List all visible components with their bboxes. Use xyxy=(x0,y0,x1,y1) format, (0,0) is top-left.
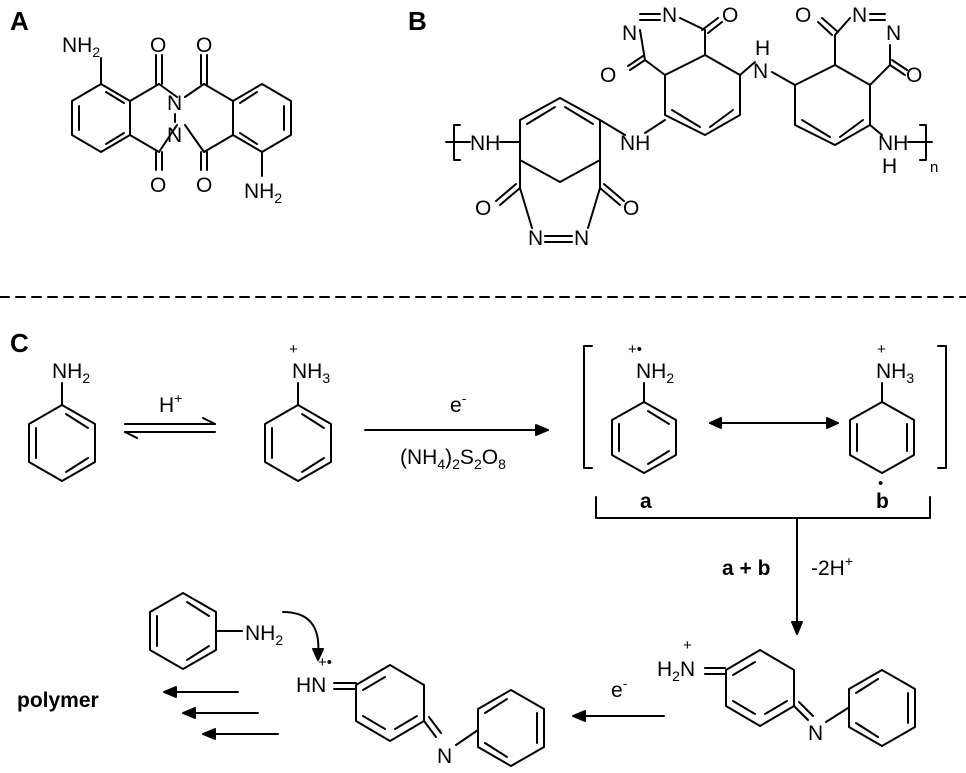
svg-text:+: + xyxy=(683,637,692,654)
atom-n: N xyxy=(167,124,182,147)
svg-text:+: + xyxy=(877,341,886,358)
atom-nh2: NH2 xyxy=(52,360,90,386)
atom-n: N xyxy=(574,227,589,250)
atom-nh2: NH2 xyxy=(244,180,282,206)
panel-label-c: C xyxy=(10,328,29,358)
atom-h: H xyxy=(755,37,770,60)
radical-cation-b: + NH3 • xyxy=(849,341,915,492)
radical-cation-a: +• NH2 xyxy=(611,341,677,474)
ring-a-right xyxy=(232,83,292,153)
atom-n: N xyxy=(662,4,677,27)
benzene-ring xyxy=(149,592,217,670)
anilinium: + NH3 xyxy=(264,341,332,482)
atom-o: O xyxy=(150,174,166,197)
atom-o: O xyxy=(623,197,639,220)
repeat-subscript: n xyxy=(930,159,938,176)
benzene-ring xyxy=(848,669,916,747)
quinoid-ring xyxy=(355,664,425,742)
svg-text:-2H+: -2H+ xyxy=(811,553,853,580)
ring-b-3 xyxy=(794,64,871,146)
atom-o: O xyxy=(150,34,166,57)
cyclohexadiene-ring xyxy=(849,401,915,474)
svg-text:H+: H+ xyxy=(159,390,182,417)
atom-o: O xyxy=(475,197,491,220)
panel-label-a: A xyxy=(10,6,29,36)
svg-text:e-: e- xyxy=(450,390,467,417)
atom-o: O xyxy=(906,64,922,87)
atom-o: O xyxy=(196,34,212,57)
atom-nh: NH xyxy=(878,132,908,155)
atom-n: N xyxy=(167,92,182,115)
ring-b-2 xyxy=(664,54,741,136)
svg-text:•: • xyxy=(878,475,883,492)
polymer-bracket-right xyxy=(919,124,927,161)
label-b: b xyxy=(876,490,889,513)
ring-a-left xyxy=(71,83,131,153)
atom-o: O xyxy=(600,64,616,87)
atom-n: N xyxy=(808,722,823,745)
atom-nh: NH xyxy=(470,132,500,155)
atom-nh2: NH2 xyxy=(245,622,283,648)
dimer-cation: + H2N N xyxy=(657,637,916,747)
benzene-ring xyxy=(28,404,96,482)
resonance-bracket-right xyxy=(937,345,947,469)
atom-n: N xyxy=(886,22,901,45)
atom-hn: HN xyxy=(296,674,326,697)
atom-o: O xyxy=(795,4,811,27)
oxidant-label: (NH4)2S2O8 xyxy=(400,446,506,472)
atom-nh2: NH2 xyxy=(62,34,100,60)
structure-a-pyridazinodione: O O N N O O NH2 NH2 xyxy=(62,34,292,206)
combine-bracket xyxy=(595,496,931,519)
svg-text:+: + xyxy=(289,341,298,358)
atom-n: N xyxy=(528,227,543,250)
label-a: a xyxy=(640,490,652,513)
resonance-bracket-left xyxy=(583,345,593,469)
quinoid-ring xyxy=(725,649,795,727)
dimer-radical-cation: NH2 +• HN N xyxy=(149,592,545,768)
atom-n: N xyxy=(622,22,637,45)
resonance-arrow xyxy=(709,417,839,429)
atom-o: O xyxy=(722,4,738,27)
oxidation-arrow-2: e- xyxy=(572,675,665,722)
atom-nh3: NH3 xyxy=(876,360,914,386)
polymer-label: polymer xyxy=(17,689,99,712)
atom-h: H xyxy=(882,155,897,178)
aniline: NH2 xyxy=(28,360,96,482)
benzene-ring xyxy=(477,689,545,767)
atom-n: N xyxy=(852,4,867,27)
svg-text:+•: +• xyxy=(628,341,642,358)
atom-h2n: H2N xyxy=(657,658,695,684)
atom-o: O xyxy=(196,174,212,197)
panel-label-b: B xyxy=(408,6,427,36)
benzene-ring xyxy=(611,401,677,474)
benzene-ring xyxy=(264,404,332,482)
atom-nh: NH xyxy=(620,132,650,155)
coupling-arrow: a + b -2H+ xyxy=(722,517,853,635)
atom-nh2: NH2 xyxy=(636,360,674,386)
atom-nh3: NH3 xyxy=(292,360,330,386)
combine-label: a + b xyxy=(722,557,770,580)
curved-arrow xyxy=(282,611,320,656)
ring-b-1 xyxy=(519,97,601,183)
oxidation-arrow: e- (NH4)2S2O8 xyxy=(364,390,549,472)
structure-b-polymer: NH O O N N NH O O N N xyxy=(445,4,938,250)
atom-n: N xyxy=(753,60,768,83)
svg-text:e-: e- xyxy=(611,675,628,702)
polymerization-arrows xyxy=(163,686,279,740)
atom-n: N xyxy=(437,745,452,768)
equilibrium-arrow: H+ xyxy=(124,390,216,439)
svg-text:+•: +• xyxy=(318,654,332,671)
